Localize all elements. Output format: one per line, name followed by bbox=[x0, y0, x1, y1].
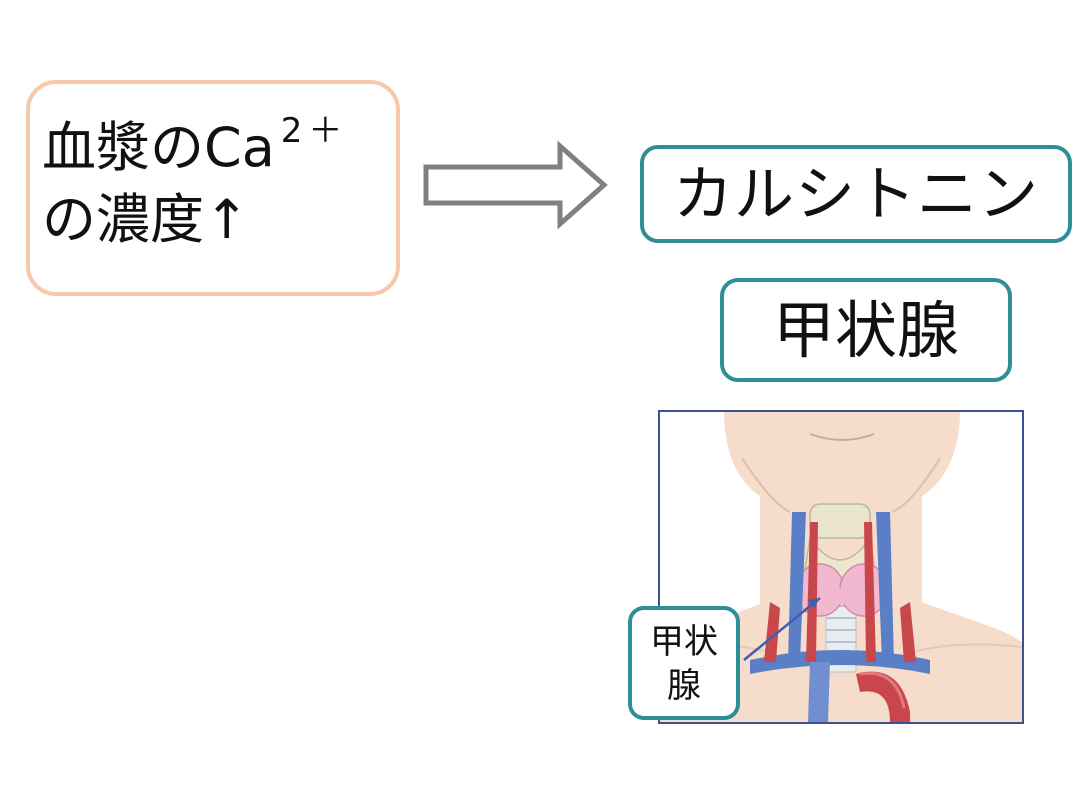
callout-line1: 甲状 bbox=[650, 622, 718, 662]
hormone-label: カルシトニン bbox=[673, 160, 1039, 230]
ion-charge: 2＋ bbox=[280, 111, 349, 151]
callout-line2: 腺 bbox=[667, 666, 701, 706]
thyroid-callout: 甲状 腺 bbox=[628, 606, 740, 720]
hormone-box: カルシトニン bbox=[640, 145, 1072, 243]
organ-box: 甲状腺 bbox=[720, 278, 1012, 382]
stimulus-line2: の濃度↑ bbox=[42, 188, 250, 251]
thyroid-anatomy-icon bbox=[660, 412, 1022, 722]
right-arrow-icon bbox=[423, 140, 608, 230]
organ-label: 甲状腺 bbox=[772, 294, 959, 367]
stimulus-text: 血漿のCa bbox=[42, 116, 275, 179]
